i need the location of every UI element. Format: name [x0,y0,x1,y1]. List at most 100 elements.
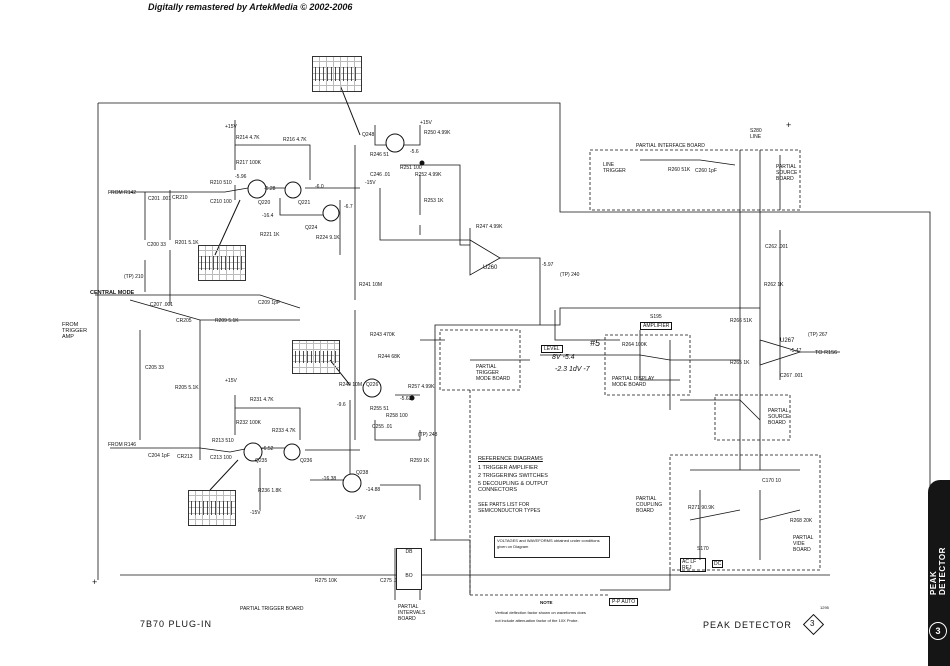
coupling-label: DC [712,560,724,568]
transistor-label: Q235 [255,458,268,464]
component-label: R262 1K [764,282,784,288]
voltage-label: -5.28 [264,186,276,192]
component-label: R264 100K [622,342,648,348]
component-label: R259 1K [410,458,430,464]
component-label: R244 68K [378,354,401,360]
component-label: R201 5.1K [175,240,199,246]
note-line: Vertical deflection factor shown on wave… [495,610,586,615]
component-label: C255 .01 [372,424,393,430]
signal-label: LEVEL [541,345,563,353]
reference-item: 1 TRIGGER AMPLIFIER [478,465,538,471]
signal-label: FROM R146 [108,442,137,448]
voltage-label: -5.47 [790,348,802,354]
component-label: R205 5.1K [175,385,199,391]
voltage-label: -15V [355,515,366,521]
voltage-label: -5.97 [542,262,554,268]
reference-title: REFERENCE DIAGRAMS [478,456,543,462]
ic-label: U260 [483,265,498,271]
waveform-image [312,56,362,92]
signal-label: FROM R142 [108,190,137,196]
component-label: R255 51 [370,406,389,412]
component-label: R214 4.7K [236,135,260,141]
component-label: R258 100 [386,413,408,419]
component-label: R209 5.1K [215,318,239,324]
component-label: R213 510 [212,438,234,444]
ic-label: U267 [780,338,795,344]
voltage-label: -5.96 [235,174,247,180]
signal-label: S280 LINE [750,128,762,140]
plus-mark: + [786,120,792,130]
signal-label: S195 [650,314,662,320]
component-label: R247 4.99K [476,224,503,230]
parts-note: SEE PARTS LIST FOR SEMICONDUCTOR TYPES [478,502,541,514]
component-label: C204 1pF [148,453,170,459]
component-label: C209 1pF [258,300,280,306]
signal-label: CENTRAL MODE [90,290,135,296]
board-label: PARTIAL SOURCE BOARD [768,408,790,426]
coupling-label: AC LF REJ [680,558,706,572]
component-label: R265 1K [730,360,750,366]
component-label: R252 4.99K [415,172,442,178]
transistor-label: Q224 [305,225,318,231]
test-point: (TP) 267 [808,332,828,338]
waveform-image [292,340,340,374]
component-label: R246 51 [370,152,389,158]
component-label: C207 .001 [150,302,174,308]
component-label: R243 470K [370,332,396,338]
db-box: DB BO [396,548,422,590]
component-label: C205 33 [145,365,164,371]
component-label: R266 51K [730,318,753,324]
footer-plugin: 7B70 PLUG-IN [140,619,213,629]
voltage-label: -6.52 [262,446,274,452]
component-label: R271 90.9K [688,505,715,511]
voltage-label: -5.6 [410,149,419,155]
transistor-label: Q226 [366,382,379,388]
waveform-image [198,245,246,281]
transistor-label: Q248 [362,132,375,138]
test-point: (TP) 210 [124,274,144,280]
plus-mark: + [92,577,98,587]
component-label: CR210 [172,195,188,201]
voltage-label: -15V [250,510,261,516]
component-label: C200 33 [147,242,166,248]
voltage-label: +15V [225,378,237,384]
component-label: R232 100K [236,420,262,426]
board-label: PARTIAL TRIGGER BOARD [240,606,304,612]
bo-label: BO [405,573,413,579]
reference-item: 2 TRIGGERING SWITCHES [478,473,548,479]
voltage-label: +15V [225,124,237,130]
waveform-image [188,490,236,526]
board-label: PARTIAL SOURCE BOARD [776,164,798,182]
test-point: (TP) 240 [560,272,580,278]
signal-label: TO R156 [815,350,838,356]
component-label: R221 1K [260,232,280,238]
component-label: C213 100 [210,455,232,461]
component-label: R251 100 [400,165,422,171]
signal-label: FROM TRIGGER AMP [62,322,88,340]
component-label: C260 1pF [695,168,717,174]
component-label: R233 4.7K [272,428,296,434]
voltage-label: -14.88 [366,487,381,493]
component-label: R216 4.7K [283,137,307,143]
component-label: R241 10M [359,282,383,288]
component-label: R257 4.99K [408,384,435,390]
side-tab-label: PEAK DETECTOR [929,547,947,595]
signal-label: LINE TRIGGER [603,162,626,174]
component-label: R236 1.8K [258,488,282,494]
component-label: C170 10 [762,478,781,484]
component-label: R210 510 [210,180,232,186]
component-label: C210 100 [210,199,232,205]
signal-label: AMPLIFIER [640,322,673,330]
voltage-label: -6.7 [344,204,353,210]
note-line: not include attenuation factor of the 10… [495,618,579,623]
footer-title: PEAK DETECTOR [703,620,792,630]
handwritten-note: 8V -5.4 [552,354,575,361]
transistor-label: Q236 [300,458,313,464]
transistor-label: Q238 [356,470,369,476]
voltage-label: -5.63 [400,396,412,402]
component-label: C246 .01 [370,172,391,178]
voltage-label: -9.6 [337,402,346,408]
component-label: R217 100K [236,160,262,166]
component-label: R250 4.99K [424,130,451,136]
